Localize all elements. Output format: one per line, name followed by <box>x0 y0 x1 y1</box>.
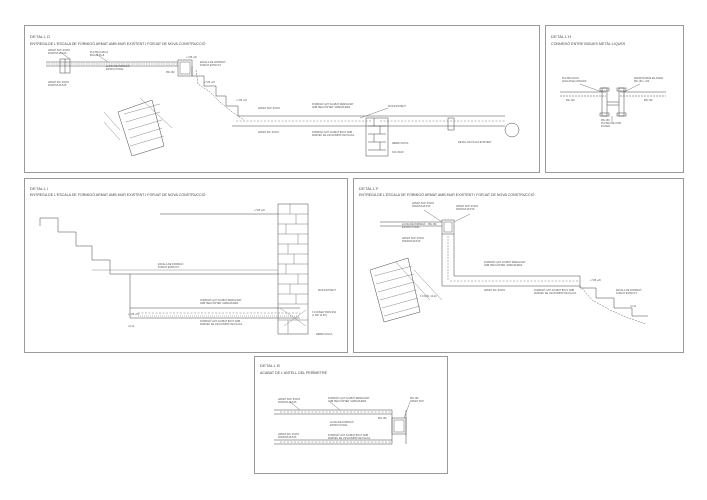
detail-d-drawing <box>46 51 520 157</box>
b-armat-sup-note: ARMAT SUP. Ø 8/15 RODONS Ø 8/15 <box>278 398 300 404</box>
detail-i-title: DETALL I <box>30 186 49 191</box>
i-mur-note: MUR EXISTENT <box>318 289 336 292</box>
h-rigid-note: RIGIDITZADOR EN ANIMA IPE 160 + 160 <box>634 77 664 83</box>
d-level3-note: +7,88 +20 <box>236 99 247 102</box>
d-top-left-note: ARMAT SUP. Ø 8/15 RODONS Ø 8/15 <box>48 49 70 55</box>
d-level2-note: +7,88 +20 <box>204 81 215 84</box>
i-conn-note: 3 CONNECTORS Ø12 (L 30P 14.60") <box>312 311 337 317</box>
h-level-note-right: IPE 160 <box>644 99 653 102</box>
detail-b-frame <box>254 356 448 474</box>
detail-f-title: DETALL F <box>359 186 379 191</box>
f-forjat2-note: FORMIGÓ GOT ACABAT BOUT AMB MARXEU DE L'… <box>534 289 577 295</box>
detail-f-drawing <box>369 209 648 325</box>
h-bottom-note: IPE 160 PLATINA DE UNIÓ D'ACER <box>601 119 622 128</box>
detail-h-subtitle: CONNEXIÓ ENTRE BIGUES METÀL·LIQUES <box>551 42 626 46</box>
f-escala-note: ESCALA DE FORMIGÓ FORJAT ESTRUCT. <box>616 289 642 295</box>
d-nou-note: NOU MUR <box>392 151 404 154</box>
f-losa-note: LLOSA DE FORMIGÓ ESTRUCTURAL <box>402 223 426 229</box>
detail-f-subtitle: ENTREGA DE L'ESCALA DE FORMIGÓ ARMAT AMB… <box>359 193 535 197</box>
d-ipe-note: IPE 160 <box>166 71 175 74</box>
f-level-note: +7,88 +20 <box>590 279 601 282</box>
detail-h-title: DETALL H <box>551 34 572 39</box>
detail-i-masonry <box>278 204 308 334</box>
i-level2-note: +7,88 +20 <box>128 313 139 316</box>
i-hl-note: +6,10 <box>128 325 135 328</box>
f-armat-sup-note: ARMAT SUP. Ø 8/15 RODONS Ø 8/15 <box>456 205 478 211</box>
d-edge-left-note: ARMAT INF. Ø 8/15 RODONS Ø 8/15 <box>48 81 69 87</box>
d-top-mid-note: PLATINA ANCLA BIGA Ø 25+8 <box>90 51 109 57</box>
b-forjat-note: FORMIGÓ GOT ACABAT REMOLINAT AMB HELICÒP… <box>328 397 370 403</box>
f-armat-note: ARMAT SUP. Ø 8/15 RODONS Ø 8/15 <box>402 237 424 243</box>
d-armat-sup-note: ARMAT SUP. Ø 8/15 <box>258 107 280 110</box>
d-losa-note: LLOSA DE FORMIGÓ ESTRUCTURAL <box>106 65 130 71</box>
f-ipe-note: IPE 160 <box>428 223 437 226</box>
detail-b-drawing <box>274 401 411 445</box>
d-rebaix-note: REBAIX ROCA <box>392 142 409 145</box>
detail-d-subtitle: ENTREGA DE L'ESCALA DE FORMIGÓ ARMAT AMB… <box>30 42 206 46</box>
b-armat-inf-note: ARMAT INF. Ø 8/15 RODONS Ø 8/15 <box>278 433 299 439</box>
detail-i-frame <box>24 178 348 353</box>
detail-d-frame <box>24 25 540 173</box>
i-forjat-note: FORMIGÓ GOT ACABAT REMOLINAT AMB HELICÒP… <box>200 299 242 305</box>
d-armat-inf-note: ARMAT INF. Ø 8/15 <box>258 131 279 134</box>
detail-h-drawing <box>560 83 666 122</box>
d-forjat2-note: FORMIGÓ GOT ACABAT BOUT AMB MARXEU DE L'… <box>312 131 355 137</box>
d-escala-note: ESCALA DE FORMIGÓ FORJAT ESTRUCT. <box>200 61 226 67</box>
f-l2-note: +6,10 <box>630 305 637 308</box>
b-right-note: IPE 160 ARMAT SUP. <box>410 397 425 403</box>
d-forjat-note: FORMIGÓ GOT ACABAT REMOLINAT AMB HELICÒP… <box>312 103 354 109</box>
i-escala-note: ESCALA DE FORMIGÓ FORJAT ESTRUCT. <box>158 263 184 269</box>
i-forjat2-note: FORMIGÓ GOT ACABAT BOUT AMB MARXEU DE L'… <box>200 320 243 326</box>
f-top-note: ARMAT SUP. Ø 8/15 RODONS Ø 8/15 <box>412 202 434 208</box>
detail-d-title: DETALL D <box>30 34 51 39</box>
f-forjat-note: FORMIGÓ GOT ACABAT REMOLINAT AMB HELICÒP… <box>484 261 526 267</box>
detail-b-title: DETALL B <box>260 363 281 368</box>
detail-i-subtitle: ENTREGA DE L'ESCALA DE FORMIGÓ ARMAT AMB… <box>30 193 206 197</box>
f-armat-inf-note: ARMAT INF. Ø 8/15 <box>484 289 505 292</box>
detail-h-frame <box>545 25 684 173</box>
detail-b-subtitle: ACABAT DE L'ANTELL DEL PERÍMETRE <box>260 371 327 375</box>
h-platina-note: PLATINA NOVA ANCLATGE A BIGUES <box>562 77 587 83</box>
i-rebaix-note: REBAIX ROCA <box>316 333 333 336</box>
detail-i-drawing <box>39 203 309 335</box>
b-losa-note: LLOSA DE FORMIGÓ ESTRUCTURAL <box>330 421 354 427</box>
h-level-note: IPE 160 <box>566 99 575 102</box>
f-dim-note: 3 CONN. 10-20 <box>420 295 437 298</box>
b-forjat2-note: FORMIGÓ GOT ACABAT BOUT AMB MARXEU DE L'… <box>328 434 371 440</box>
d-mur-note: MUR EXISTENT <box>388 105 406 108</box>
i-level-note: +7,88 +20 <box>254 209 265 212</box>
b-ipe-note: IPE 160 <box>378 417 387 420</box>
detail-f-frame <box>353 178 684 353</box>
d-placa-note: DETALL DE PLACA EXISTENT <box>458 141 492 144</box>
d-level1-note: +7,88 +20 <box>186 56 197 59</box>
